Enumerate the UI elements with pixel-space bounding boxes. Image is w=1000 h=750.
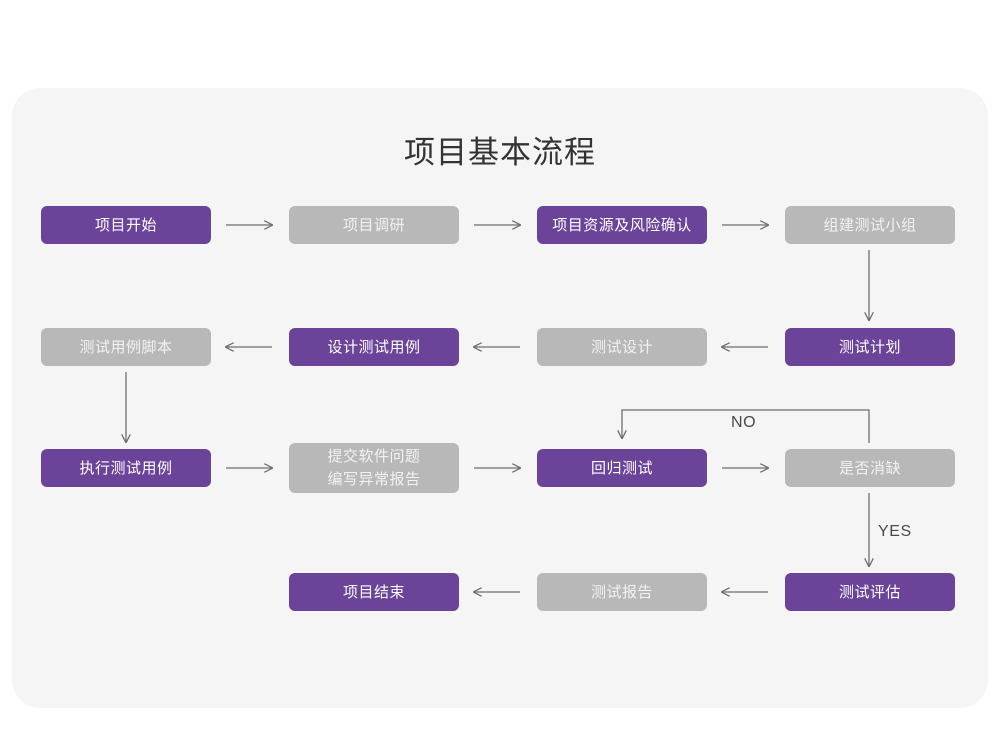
flowchart-card (12, 88, 988, 708)
node-test-report[interactable]: 测试报告 (537, 573, 707, 611)
node-test-case-script[interactable]: 测试用例脚本 (41, 328, 211, 366)
node-test-plan[interactable]: 测试计划 (785, 328, 955, 366)
node-project-start[interactable]: 项目开始 (41, 206, 211, 244)
node-test-design[interactable]: 测试设计 (537, 328, 707, 366)
node-project-end[interactable]: 项目结束 (289, 573, 459, 611)
node-resource-risk-confirm[interactable]: 项目资源及风险确认 (537, 206, 707, 244)
node-defect-cleared-decision[interactable]: 是否消缺 (785, 449, 955, 487)
node-project-research[interactable]: 项目调研 (289, 206, 459, 244)
edge-label-yes: YES (878, 523, 912, 540)
node-execute-test-case[interactable]: 执行测试用例 (41, 449, 211, 487)
node-design-test-case[interactable]: 设计测试用例 (289, 328, 459, 366)
node-regression-test[interactable]: 回归测试 (537, 449, 707, 487)
edge-label-no: NO (731, 414, 757, 431)
node-test-evaluation[interactable]: 测试评估 (785, 573, 955, 611)
node-form-test-team[interactable]: 组建测试小组 (785, 206, 955, 244)
page-title: 项目基本流程 (404, 135, 596, 170)
node-submit-bug-report[interactable]: 提交软件问题 编写异常报告 (289, 443, 459, 493)
